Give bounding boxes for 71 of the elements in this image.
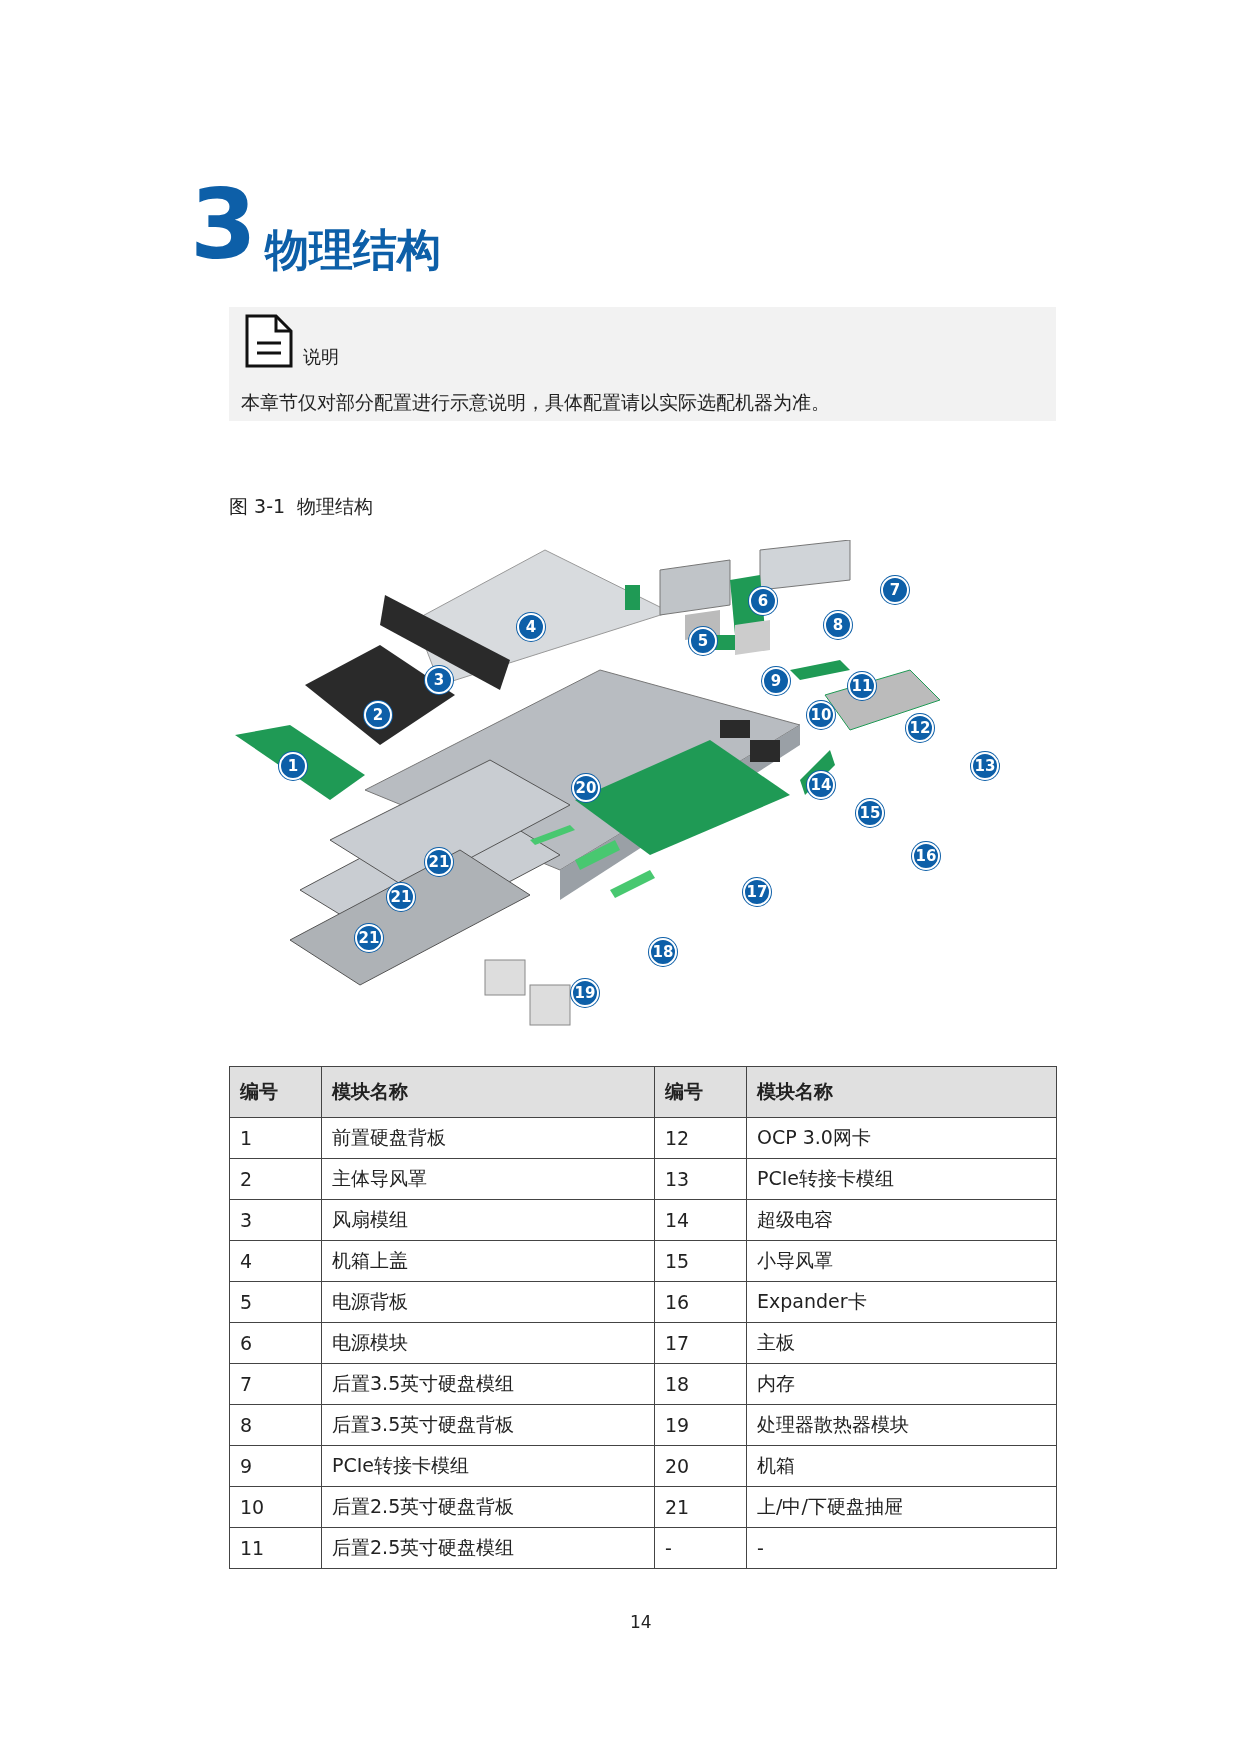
table-cell: 主体导风罩 bbox=[321, 1158, 655, 1200]
callout-number: 5 bbox=[689, 627, 717, 655]
callout-number: 8 bbox=[824, 611, 852, 639]
callout-number: 13 bbox=[971, 752, 999, 780]
table-cell: PCIe转接卡模组 bbox=[746, 1158, 1057, 1200]
table-cell: 内存 bbox=[746, 1363, 1057, 1405]
note-heading: 说明 bbox=[303, 345, 339, 369]
table-cell: 后置3.5英寸硬盘背板 bbox=[321, 1404, 655, 1446]
callout-number: 12 bbox=[906, 714, 934, 742]
table-cell: 上/中/下硬盘抽屉 bbox=[746, 1486, 1057, 1528]
callout-number: 11 bbox=[848, 672, 876, 700]
table-cell: 8 bbox=[229, 1404, 322, 1446]
table-cell: 20 bbox=[654, 1445, 747, 1487]
table-cell: 14 bbox=[654, 1199, 747, 1241]
figure-caption: 图 3-1 物理结构 bbox=[229, 494, 374, 519]
callout-number: 10 bbox=[807, 701, 835, 729]
callout-number: 19 bbox=[571, 979, 599, 1007]
callout-number: 7 bbox=[881, 576, 909, 604]
table-cell: 18 bbox=[654, 1363, 747, 1405]
table-cell: 11 bbox=[229, 1527, 322, 1569]
table-cell: OCP 3.0网卡 bbox=[746, 1117, 1057, 1159]
table-cell: - bbox=[654, 1527, 747, 1569]
table-cell: 后置2.5英寸硬盘模组 bbox=[321, 1527, 655, 1569]
table-cell: 2 bbox=[229, 1158, 322, 1200]
table-cell: 小导风罩 bbox=[746, 1240, 1057, 1282]
table-cell: 10 bbox=[229, 1486, 322, 1528]
column-header: 编号 bbox=[654, 1066, 747, 1118]
table-cell: 1 bbox=[229, 1117, 322, 1159]
table-cell: Expander卡 bbox=[746, 1281, 1057, 1323]
table-cell: 处理器散热器模块 bbox=[746, 1404, 1057, 1446]
callout-number: 15 bbox=[856, 799, 884, 827]
callout-number: 1 bbox=[279, 752, 307, 780]
note-text: 本章节仅对部分配置进行示意说明，具体配置请以实际选配机器为准。 bbox=[241, 390, 830, 415]
column-header: 模块名称 bbox=[746, 1066, 1057, 1118]
page-number: 14 bbox=[630, 1612, 652, 1632]
table-cell: - bbox=[746, 1527, 1057, 1569]
table-cell: 13 bbox=[654, 1158, 747, 1200]
column-header: 编号 bbox=[229, 1066, 322, 1118]
table-cell: 6 bbox=[229, 1322, 322, 1364]
table-cell: 机箱上盖 bbox=[321, 1240, 655, 1282]
table-cell: 15 bbox=[654, 1240, 747, 1282]
table-cell: 前置硬盘背板 bbox=[321, 1117, 655, 1159]
callout-number: 18 bbox=[649, 938, 677, 966]
chapter-title: 物理结构 bbox=[265, 223, 441, 277]
table-cell: 7 bbox=[229, 1363, 322, 1405]
table-cell: PCIe转接卡模组 bbox=[321, 1445, 655, 1487]
table-cell: 主板 bbox=[746, 1322, 1057, 1364]
callout-number: 3 bbox=[425, 666, 453, 694]
table-cell: 后置3.5英寸硬盘模组 bbox=[321, 1363, 655, 1405]
table-cell: 12 bbox=[654, 1117, 747, 1159]
callout-number: 16 bbox=[912, 842, 940, 870]
chapter-number: 3 bbox=[190, 170, 257, 280]
callout-number: 17 bbox=[743, 878, 771, 906]
callout-number: 14 bbox=[807, 771, 835, 799]
table-cell: 后置2.5英寸硬盘背板 bbox=[321, 1486, 655, 1528]
table-cell: 电源模块 bbox=[321, 1322, 655, 1364]
table-cell: 4 bbox=[229, 1240, 322, 1282]
table-cell: 21 bbox=[654, 1486, 747, 1528]
callout-number: 9 bbox=[762, 667, 790, 695]
table-cell: 电源背板 bbox=[321, 1281, 655, 1323]
table-cell: 5 bbox=[229, 1281, 322, 1323]
table-cell: 19 bbox=[654, 1404, 747, 1446]
table-cell: 16 bbox=[654, 1281, 747, 1323]
table-cell: 9 bbox=[229, 1445, 322, 1487]
callout-number: 6 bbox=[749, 587, 777, 615]
table-cell: 超级电容 bbox=[746, 1199, 1057, 1241]
table-cell: 17 bbox=[654, 1322, 747, 1364]
table-cell: 3 bbox=[229, 1199, 322, 1241]
column-header: 模块名称 bbox=[321, 1066, 655, 1118]
table-cell: 风扇模组 bbox=[321, 1199, 655, 1241]
table-cell: 机箱 bbox=[746, 1445, 1057, 1487]
